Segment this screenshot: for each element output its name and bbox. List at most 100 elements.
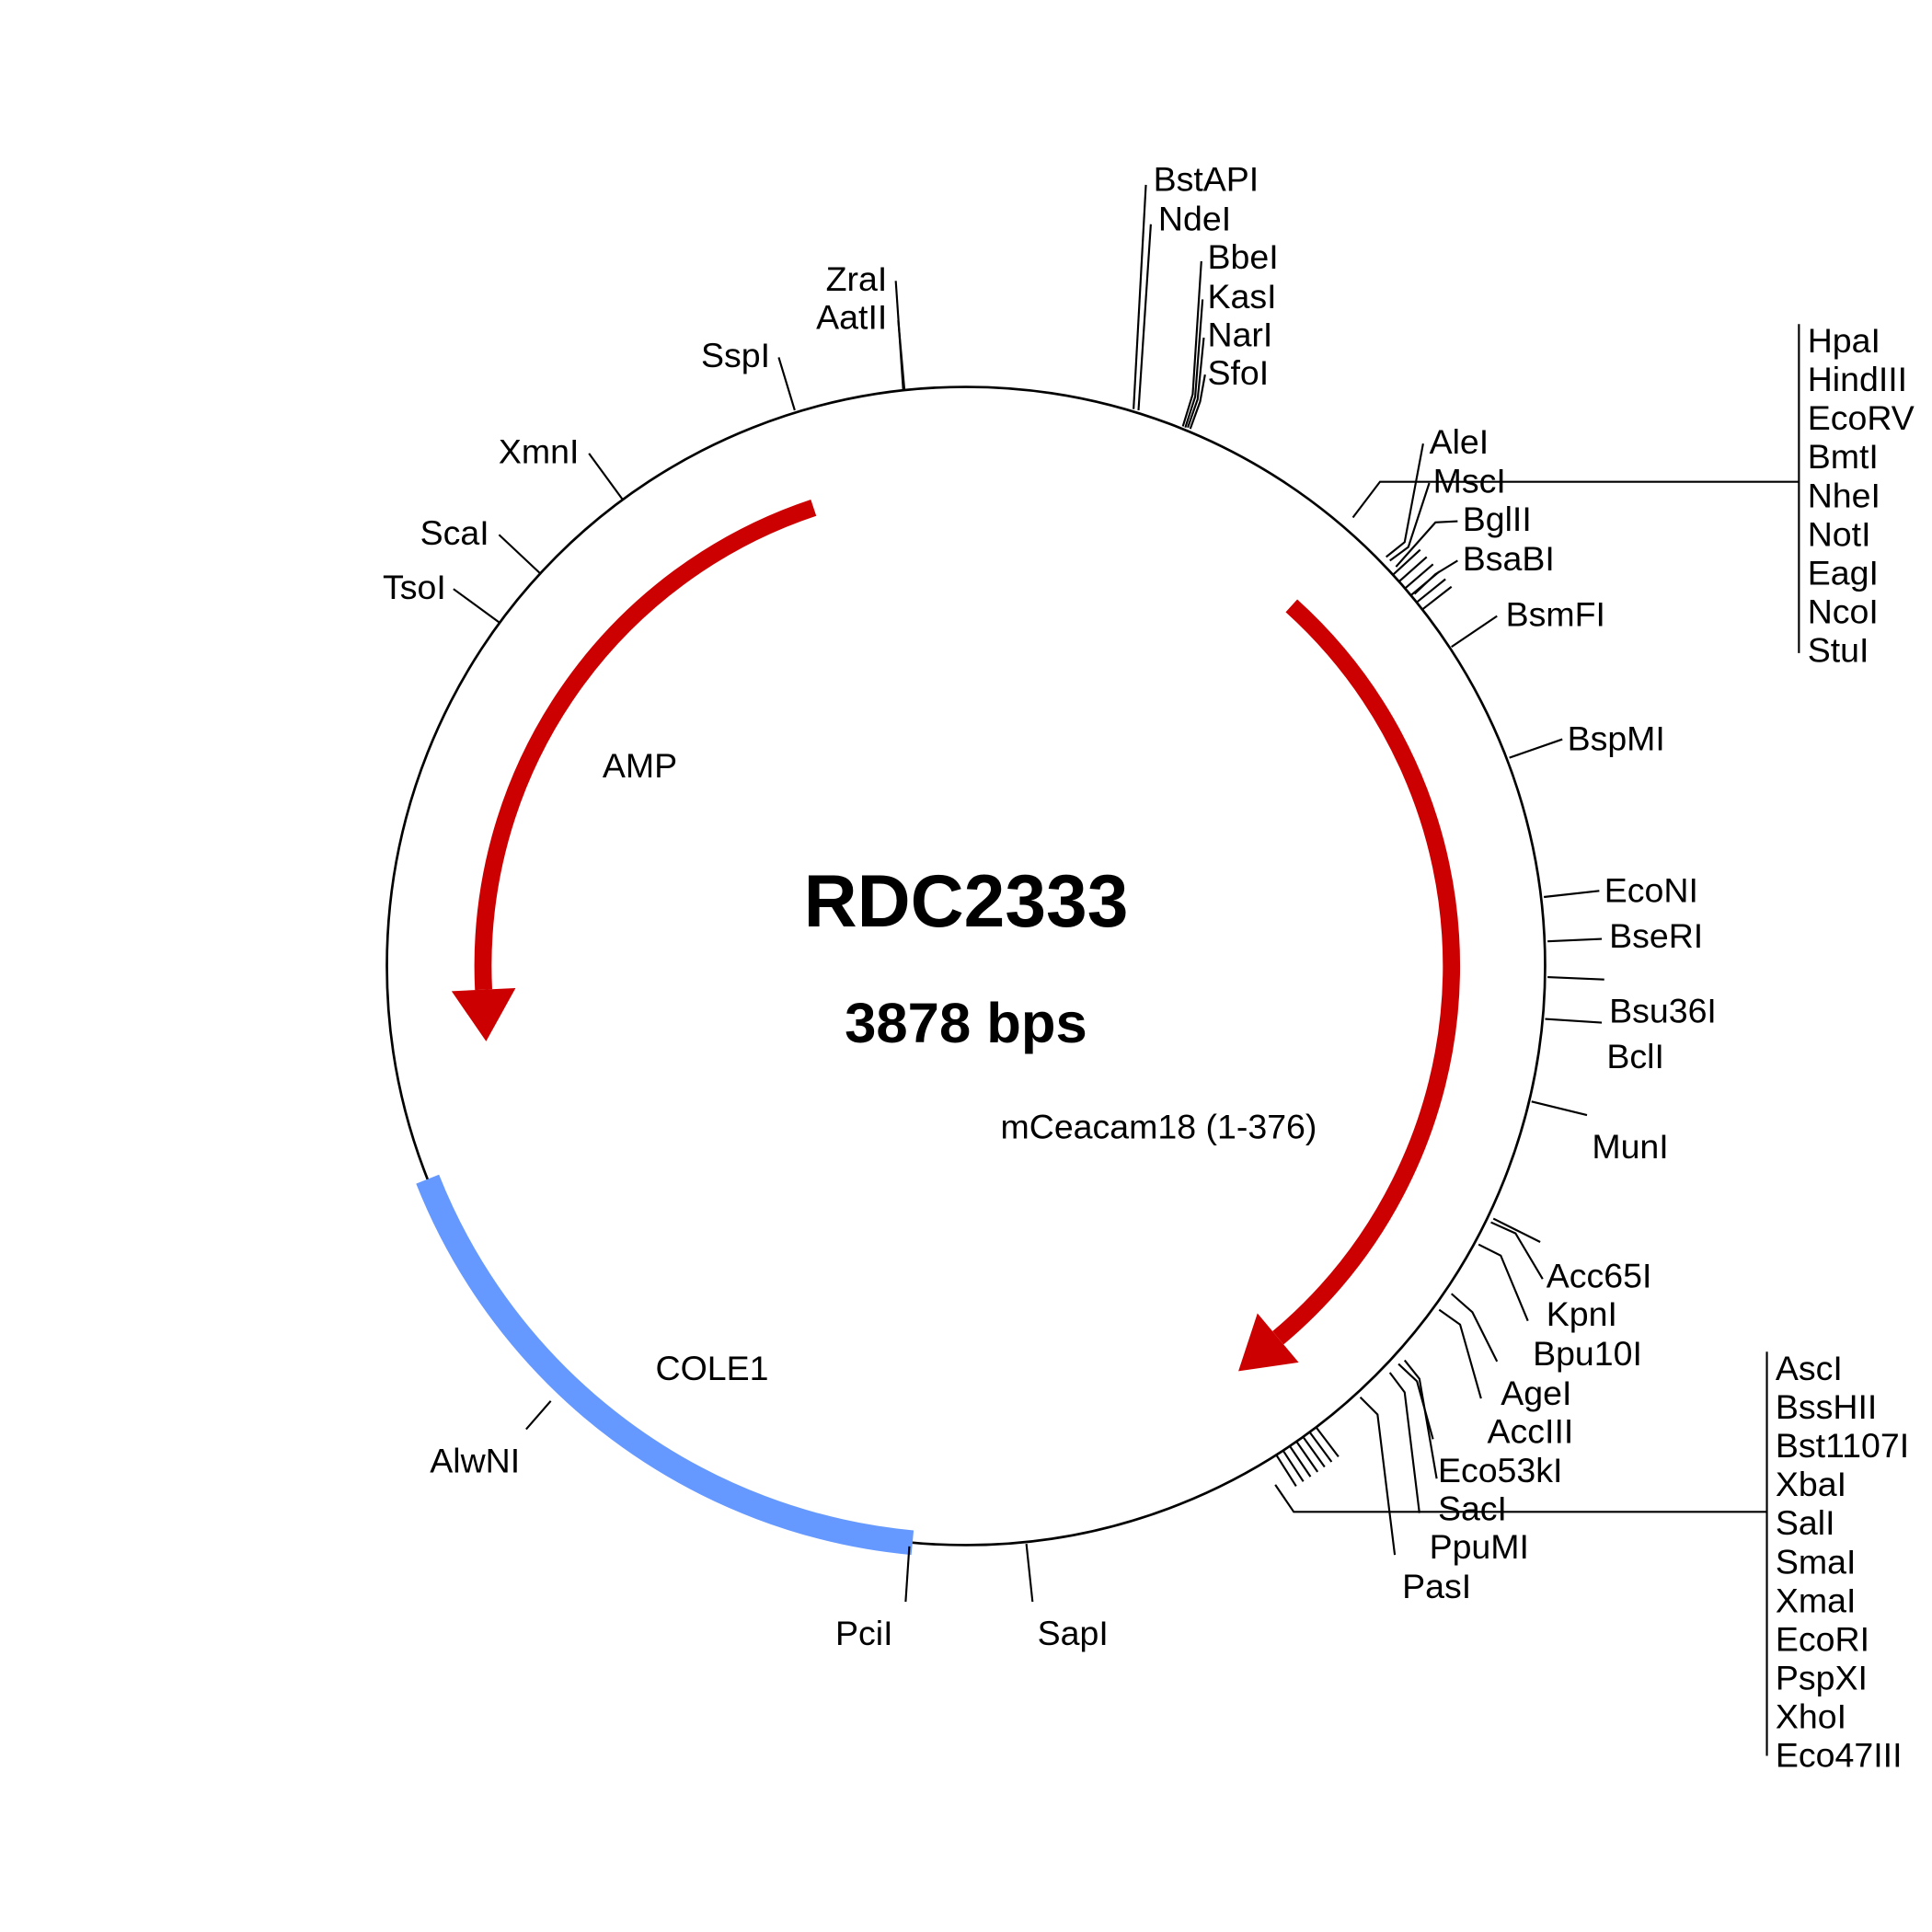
- site-tick-bspmi: [1509, 738, 1563, 759]
- site-label-xhoi[interactable]: XhoI: [1776, 1696, 1846, 1735]
- site-tick-xmni: [588, 453, 624, 500]
- site-label-ecorv[interactable]: EcoRV: [1808, 398, 1915, 437]
- amp-feature-arc[interactable]: [474, 499, 817, 991]
- site-label-agei[interactable]: AgeI: [1501, 1374, 1571, 1412]
- amp-feature-label: AMP: [603, 746, 677, 785]
- site-tick-scai: [498, 534, 541, 574]
- site-label-acciii[interactable]: AccIII: [1488, 1411, 1574, 1450]
- site-label-bmti[interactable]: BmtI: [1808, 437, 1879, 476]
- site-label-zrai[interactable]: ZraI: [826, 259, 888, 298]
- site-group-top-leader: [1351, 480, 1800, 519]
- cole1-feature-arc[interactable]: [416, 1174, 914, 1556]
- site-label-ncoi[interactable]: NcoI: [1808, 592, 1879, 630]
- site-label-asci[interactable]: AscI: [1776, 1349, 1843, 1387]
- site-tick-sapi: [1025, 1544, 1034, 1603]
- site-label-scai[interactable]: ScaI: [420, 513, 489, 552]
- site-group-top-tick: [1398, 556, 1428, 582]
- site-label-bbei[interactable]: BbeI: [1208, 237, 1279, 276]
- site-group-bottom-leader: [1274, 1484, 1767, 1513]
- site-group-top-tick: [1421, 585, 1453, 611]
- site-label-nhei[interactable]: NheI: [1808, 476, 1880, 514]
- site-label-kasi[interactable]: KasI: [1208, 277, 1277, 316]
- site-label-sfoi[interactable]: SfoI: [1208, 353, 1270, 392]
- site-label-sapi[interactable]: SapI: [1038, 1614, 1109, 1652]
- site-label-bstapi[interactable]: BstAPI: [1154, 160, 1259, 199]
- site-label-sspi[interactable]: SspI: [701, 336, 770, 374]
- site-label-bseri[interactable]: BseRI: [1609, 916, 1703, 955]
- site-label-ecori[interactable]: EcoRI: [1776, 1619, 1869, 1658]
- site-label-bcli[interactable]: BclI: [1606, 1037, 1664, 1075]
- site-label-eco47iii[interactable]: Eco47III: [1776, 1736, 1903, 1775]
- site-label-pcii[interactable]: PciI: [835, 1614, 893, 1652]
- site-label-saci[interactable]: SacI: [1438, 1489, 1507, 1528]
- site-label-muni[interactable]: MunI: [1592, 1127, 1668, 1166]
- site-group-top-tick: [1404, 563, 1434, 590]
- site-label-kpni[interactable]: KpnI: [1547, 1294, 1617, 1333]
- site-label-bglii[interactable]: BglII: [1463, 500, 1532, 538]
- site-group-bottom-tick: [1282, 1450, 1305, 1482]
- site-label-ndei[interactable]: NdeI: [1158, 199, 1231, 237]
- site-label-stui[interactable]: StuI: [1808, 630, 1869, 669]
- site-label-xmni[interactable]: XmnI: [499, 432, 580, 471]
- site-group-top-tick: [1392, 548, 1421, 576]
- site-label-aatii[interactable]: AatII: [816, 298, 887, 337]
- site-tick-bsmfi: [1451, 615, 1498, 649]
- site-group-bottom-tick: [1308, 1432, 1333, 1463]
- site-label-eco53ki[interactable]: Eco53kI: [1438, 1451, 1563, 1489]
- plasmid-backbone: [385, 385, 1547, 1547]
- site-tick-kpni: [1490, 1221, 1544, 1280]
- site-group-bottom-tick: [1302, 1436, 1326, 1468]
- site-label-smai[interactable]: SmaI: [1776, 1542, 1857, 1581]
- mceacam18-feature-arc[interactable]: [1272, 599, 1460, 1345]
- site-tick-nari: [1187, 337, 1205, 429]
- site-tick-sspi: [777, 357, 796, 411]
- site-label-eagi[interactable]: EagI: [1808, 553, 1879, 592]
- site-tick-alwni: [525, 1400, 552, 1431]
- site-tick-bcli: [1545, 1018, 1603, 1024]
- site-label-nari[interactable]: NarI: [1208, 315, 1273, 353]
- site-label-noti[interactable]: NotI: [1808, 514, 1871, 553]
- site-label-bsu36i[interactable]: Bsu36I: [1609, 992, 1717, 1030]
- site-label-alwni[interactable]: AlwNI: [430, 1441, 520, 1479]
- site-tick-tsoi: [453, 588, 500, 624]
- mceacam18-feature-label: mCeacam18 (1-376): [1001, 1108, 1317, 1146]
- site-tick-sfoi: [1189, 374, 1206, 430]
- site-label-bst1107i[interactable]: Bst1107I: [1776, 1426, 1909, 1465]
- site-tick-alei: [1386, 443, 1424, 558]
- site-tick-kasi: [1184, 299, 1204, 429]
- site-label-alei[interactable]: AleI: [1430, 422, 1489, 461]
- site-tick-aatii: [897, 320, 906, 390]
- site-tick-bpu10i: [1478, 1243, 1529, 1322]
- site-tick-bstapi: [1133, 184, 1147, 409]
- site-tick-ppumi: [1388, 1372, 1420, 1513]
- site-tick-acc65i: [1492, 1217, 1541, 1243]
- site-label-econi[interactable]: EcoNI: [1604, 870, 1698, 909]
- site-tick-bsabi: [1413, 559, 1458, 595]
- site-label-hindiii[interactable]: HindIII: [1808, 360, 1907, 398]
- site-label-hpai[interactable]: HpaI: [1808, 321, 1880, 360]
- site-label-bspmi[interactable]: BspMI: [1568, 719, 1665, 758]
- site-label-sali[interactable]: SalI: [1776, 1503, 1835, 1542]
- cole1-feature-label: COLE1: [656, 1349, 769, 1387]
- site-label-pasi[interactable]: PasI: [1402, 1567, 1471, 1605]
- site-label-acc65i[interactable]: Acc65I: [1547, 1257, 1652, 1295]
- site-label-msci[interactable]: MscI: [1433, 462, 1506, 500]
- site-tick-econi: [1544, 890, 1600, 899]
- site-tick-muni: [1531, 1100, 1588, 1117]
- site-label-bpu10i[interactable]: Bpu10I: [1533, 1334, 1642, 1373]
- amp-arrowhead: [451, 987, 516, 1041]
- site-label-tsoi[interactable]: TsoI: [383, 568, 446, 606]
- site-label-xmai[interactable]: XmaI: [1776, 1581, 1857, 1619]
- site-label-bsshii[interactable]: BssHII: [1776, 1387, 1877, 1426]
- site-tick-agei: [1450, 1293, 1499, 1363]
- site-label-bsabi[interactable]: BsaBI: [1463, 539, 1555, 578]
- plasmid-size: 3878 bps: [845, 992, 1087, 1055]
- plasmid-name: RDC2333: [804, 860, 1129, 943]
- site-tick-pasi: [1359, 1396, 1397, 1556]
- site-label-xbai[interactable]: XbaI: [1776, 1465, 1846, 1503]
- site-label-pspxi[interactable]: PspXI: [1776, 1658, 1868, 1696]
- site-label-ppumi[interactable]: PpuMI: [1430, 1527, 1529, 1566]
- site-group-bottom-tick: [1315, 1426, 1340, 1458]
- site-label-bsmfi[interactable]: BsmFI: [1506, 594, 1605, 633]
- site-tick-msci: [1389, 482, 1431, 562]
